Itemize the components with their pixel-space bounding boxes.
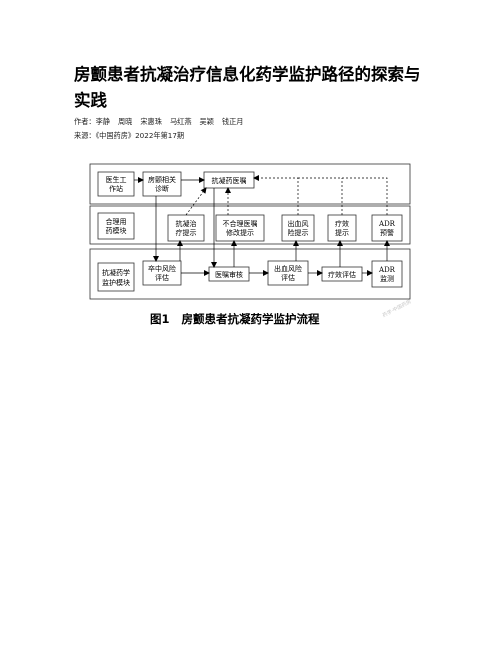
caption-text: 房颤患者抗凝药学监护流程 (181, 312, 320, 326)
box-label: 预警 (380, 228, 394, 237)
box-label: 作站 (109, 184, 123, 193)
box-label: 监测 (380, 274, 394, 283)
box-label: 卒中风险 (148, 264, 176, 273)
box-stroke-risk-assessment (142, 260, 182, 286)
source-line: 来源：《中国药房》2022年第17期 (74, 131, 184, 141)
box-label: ADR (378, 220, 396, 228)
author-name: 马红燕 (169, 117, 192, 126)
box-efficacy-tip (327, 214, 357, 242)
box-adr-monitoring (371, 260, 403, 288)
box-label: 疗提示 (176, 228, 197, 237)
box-label: 诊断 (155, 184, 169, 193)
group-frame-monitoring (89, 248, 411, 300)
author-name: 李静 (95, 117, 110, 126)
box-label: 修改提示 (226, 228, 254, 237)
box-doctor-workstation (97, 171, 135, 197)
box-bleeding-risk-tip (281, 214, 315, 242)
box-label: 不合理医嘱 (223, 219, 258, 228)
author-name: 宋惠珠 (140, 117, 162, 126)
box-label: 提示 (335, 228, 349, 237)
dashed-arrow (185, 187, 207, 216)
box-label: 抗凝药医嘱 (212, 176, 247, 185)
box-af-diagnosis (142, 171, 182, 197)
box-adr-warning (371, 214, 403, 242)
flowchart-figure: 医生工 作站 房颤相关 诊断 抗凝药医嘱 合理用 药模块 抗凝治 疗提示 不合理… (88, 160, 420, 305)
box-label: 评估 (155, 273, 169, 282)
source-text: 《中国药房》2022年第17期 (95, 131, 185, 140)
flowchart-diagram: 医生工 作站 房颤相关 诊断 抗凝药医嘱 合理用 药模块 抗凝治 疗提示 不合理… (89, 163, 411, 300)
box-label: 险提示 (288, 228, 309, 237)
box-label: 合理用 (106, 217, 127, 226)
box-label: 评估 (281, 273, 295, 282)
author-name: 钱正月 (221, 117, 244, 126)
box-label: 医嘱审核 (215, 270, 243, 279)
group-frame-rational-drug (89, 205, 411, 245)
box-rational-drug-module (97, 212, 135, 240)
caption-number: 图1 (150, 312, 170, 326)
box-label: 抗凝治 (176, 219, 197, 228)
authors-label: 作者： (74, 117, 96, 126)
box-label: ADR (378, 266, 396, 274)
figure-caption: 图1 房颤患者抗凝药学监护流程 (150, 311, 320, 327)
article-title: 房颤患者抗凝治疗信息化药学监护路径的探索与实践 (74, 65, 421, 110)
box-label: 疗效 (335, 219, 349, 228)
box-label: 医生工 (106, 175, 127, 184)
box-label: 出血风 (288, 219, 309, 228)
dashed-arrow (253, 175, 299, 215)
author-name: 吴颖 (199, 117, 214, 126)
box-label: 房颤相关 (148, 175, 176, 184)
box-anticoag-tip (167, 214, 205, 242)
authors-line: 作者：李静周晓宋惠珠马红燕吴颖钱正月 (74, 117, 243, 127)
box-label: 抗凝药学 (102, 268, 130, 277)
dashed-line (298, 177, 388, 215)
box-label: 监护模块 (102, 278, 130, 287)
box-monitoring-module (97, 262, 135, 292)
box-label: 药模块 (106, 226, 127, 235)
box-label: 疗效评估 (328, 270, 356, 279)
box-irrational-order-tip (215, 214, 265, 242)
group-frame-doctor (89, 163, 411, 205)
box-label: 出血风险 (274, 264, 302, 273)
author-name: 周晓 (117, 117, 133, 126)
source-label: 来源： (74, 131, 96, 140)
